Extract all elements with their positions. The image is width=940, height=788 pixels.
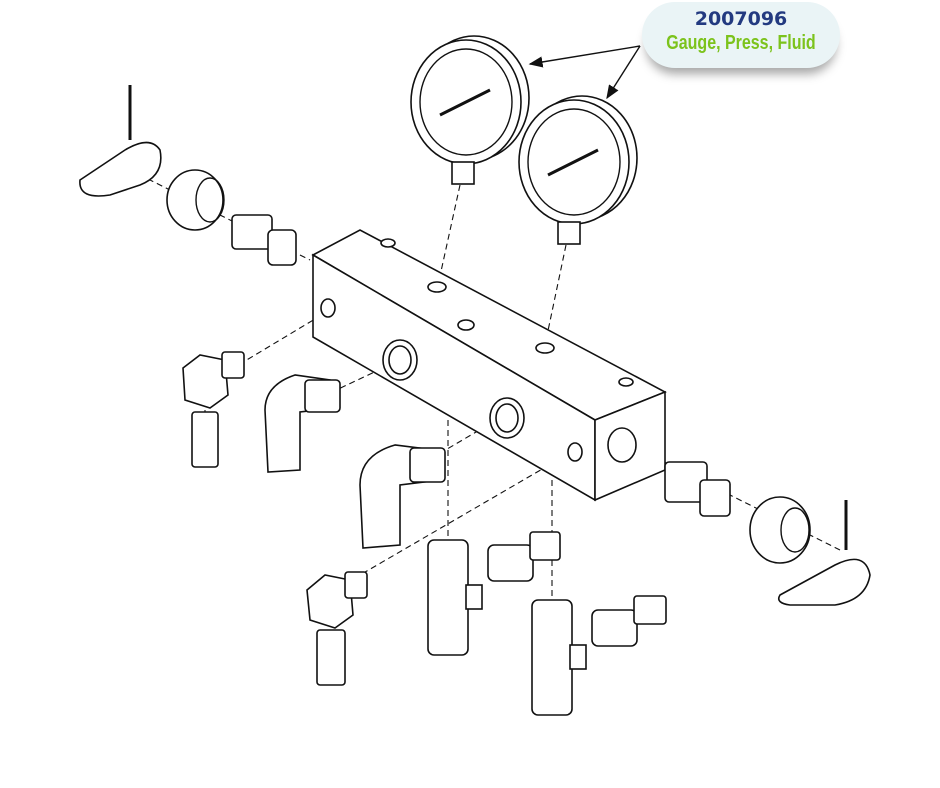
elbow-fitting-2 xyxy=(359,444,446,549)
tee-fitting-1 xyxy=(427,539,483,656)
plug-fitting-upper-left xyxy=(182,351,245,468)
part-description: Gauge, Press, Fluid xyxy=(666,32,816,54)
pressure-sensor-2 xyxy=(591,595,667,647)
right-valve-handle xyxy=(664,461,871,606)
manifold-block xyxy=(311,229,667,502)
pressure-gauge-1 xyxy=(410,35,530,185)
tee-fitting-2 xyxy=(531,599,587,716)
callout-arrows xyxy=(528,45,641,100)
left-valve-handle xyxy=(79,85,297,266)
part-number: 2007096 xyxy=(694,8,788,30)
plug-fitting-lower-left xyxy=(306,571,368,686)
part-callout: 2007096 Gauge, Press, Fluid xyxy=(642,2,840,68)
elbow-fitting-1 xyxy=(264,374,341,473)
pressure-gauge-2 xyxy=(518,95,638,245)
pressure-sensor-1 xyxy=(487,531,561,582)
